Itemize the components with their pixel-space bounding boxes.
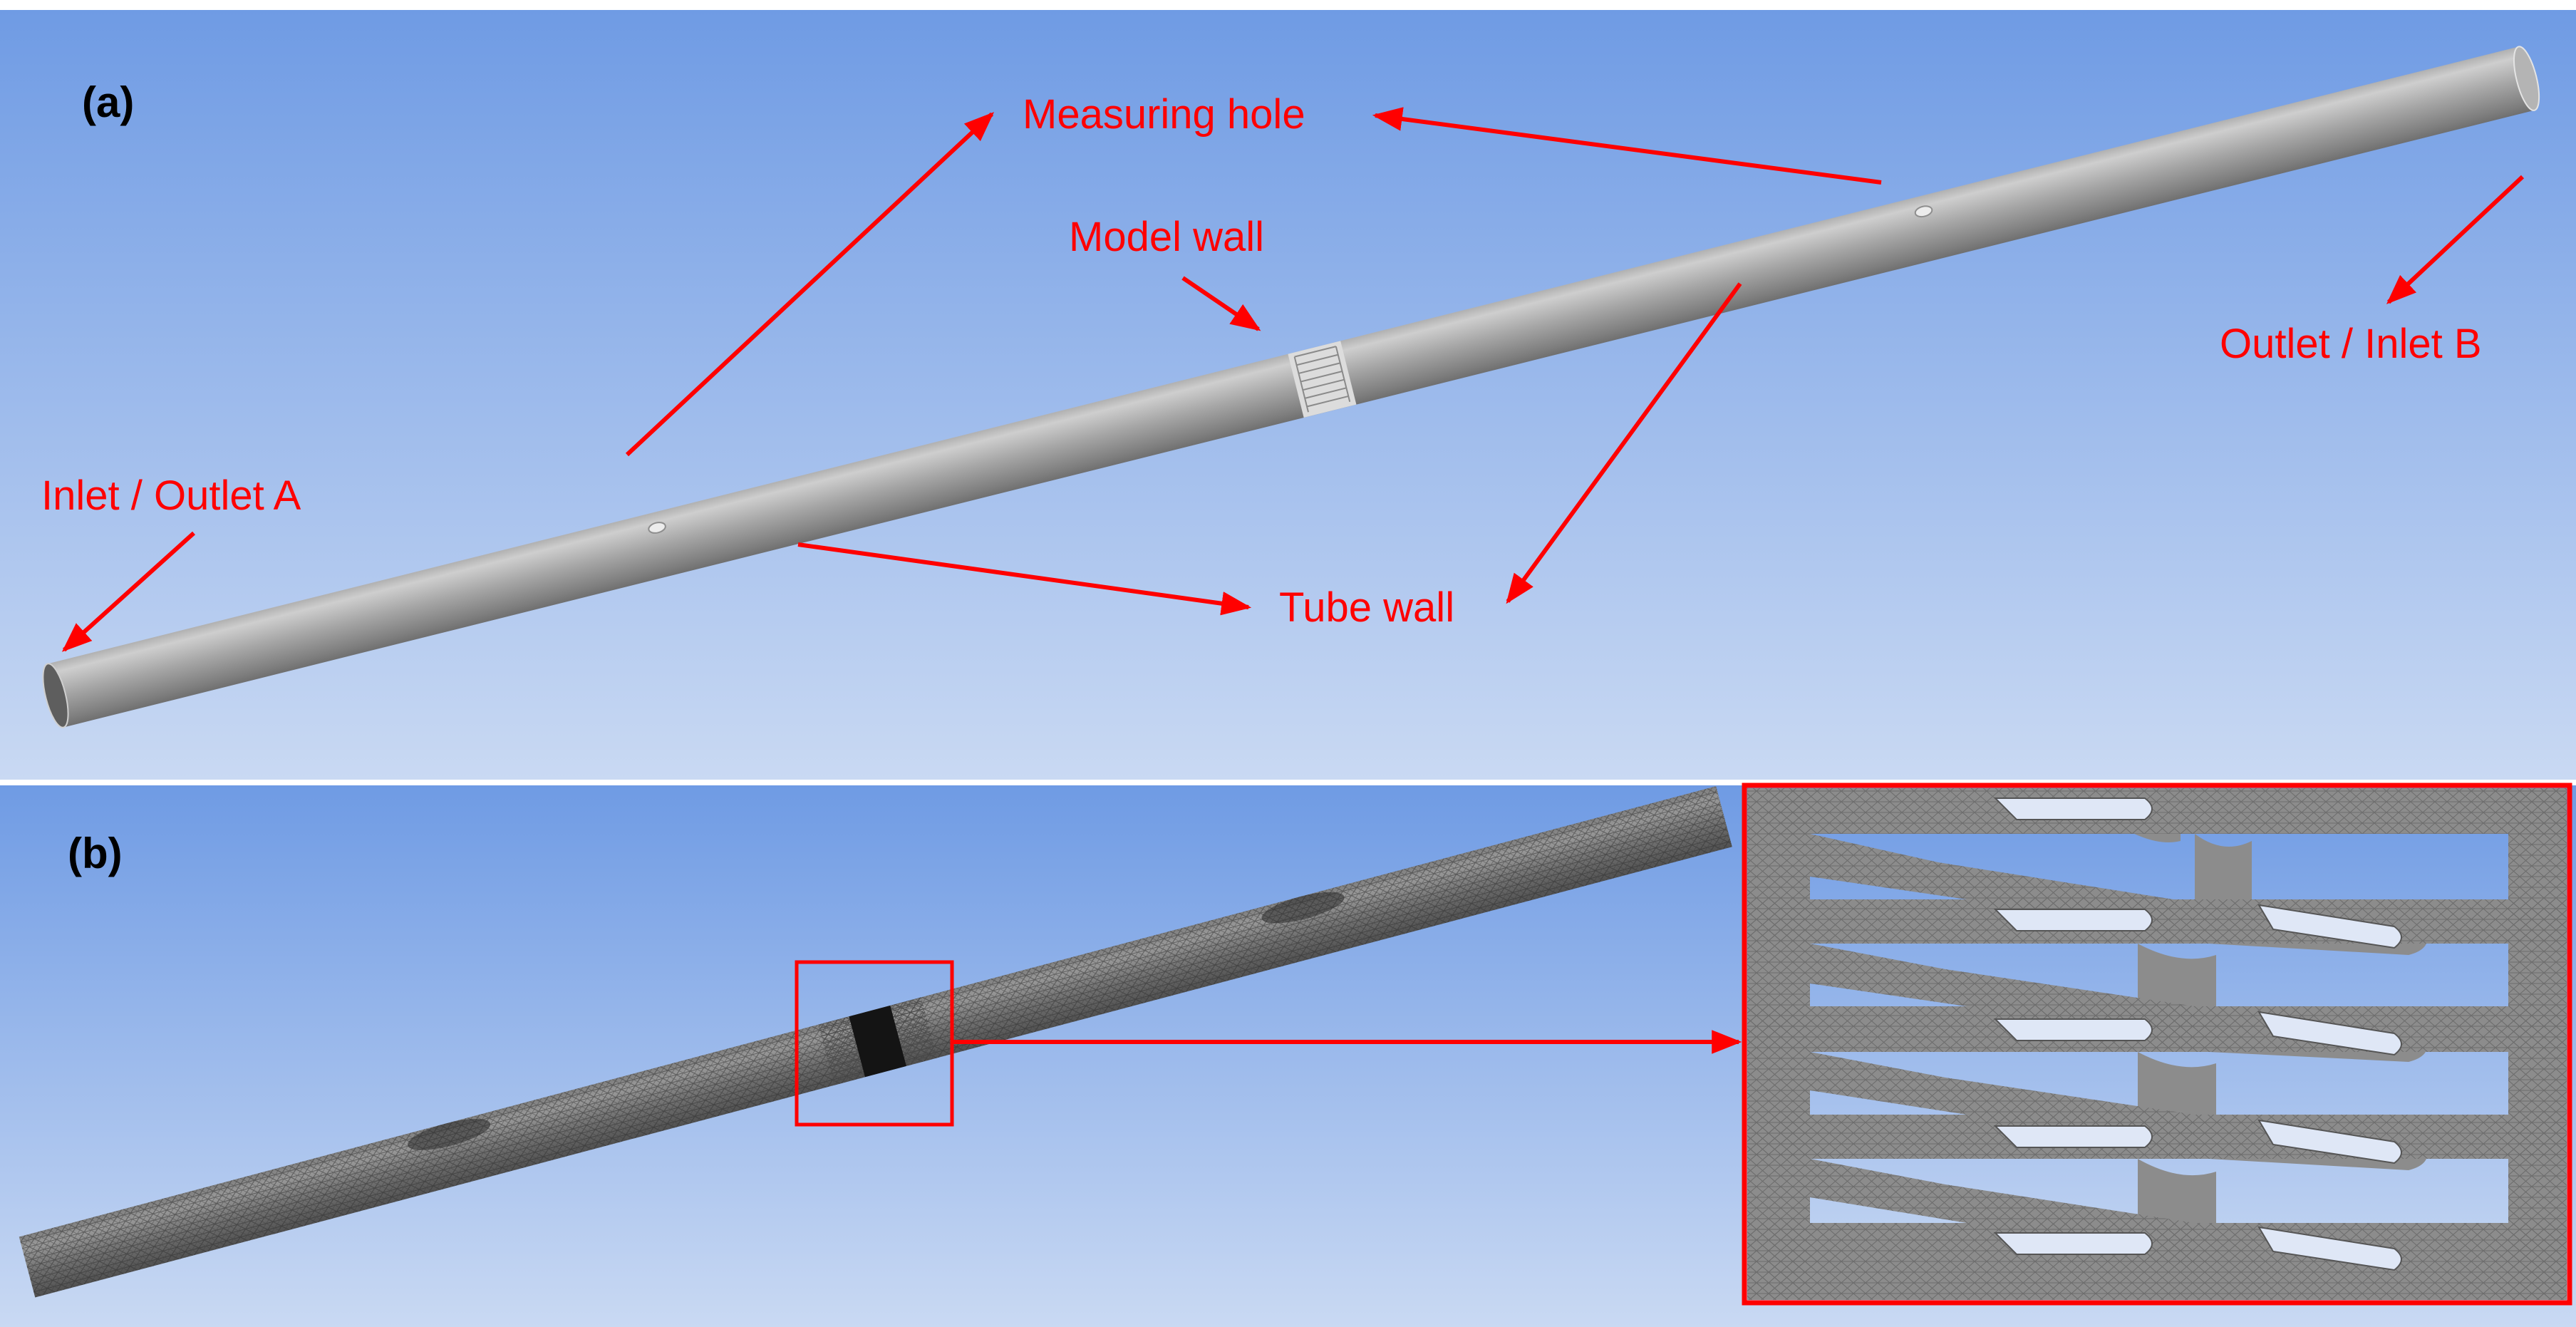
arrow-tube-wall-left — [797, 542, 1252, 616]
arrow-measuring-hole-left — [625, 112, 995, 457]
panel-b-tag: (b) — [68, 830, 123, 877]
mesh-transition-left — [817, 1016, 865, 1085]
tube-body — [47, 46, 2535, 728]
outlet-inlet-b-label: Outlet / Inlet B — [2220, 321, 2482, 367]
panel-a-tag: (a) — [82, 78, 134, 126]
model-wall-label: Model wall — [1069, 214, 1264, 260]
tube-geometry — [42, 46, 2540, 728]
panel-a: (a) Measuring hole Model wall Outlet / I… — [0, 10, 2576, 780]
measuring-hole-left — [648, 522, 666, 534]
annotation-arrows — [61, 107, 2525, 652]
arrow-inlet-outlet-a — [61, 531, 196, 652]
measuring-hole-label: Measuring hole — [1023, 91, 1305, 138]
zoom-inset-frame — [1742, 783, 2572, 1306]
mesh-transition-right — [890, 997, 938, 1066]
zoom-slots — [1993, 797, 2402, 1271]
inlet-outlet-a-label: Inlet / Outlet A — [41, 473, 301, 519]
tube-wall-label: Tube wall — [1279, 584, 1454, 631]
model-wall-region — [1288, 341, 1357, 418]
mesh-tube — [19, 786, 1732, 1298]
tube-inlet-end — [42, 663, 69, 728]
panel-b: (b) — [0, 783, 2576, 1327]
arrow-measuring-hole-right — [1372, 107, 1882, 185]
tube-outlet-end — [2513, 46, 2540, 111]
arrow-model-wall — [1181, 276, 1261, 331]
model-wall-fins — [1293, 346, 1351, 413]
zoom-inset — [1742, 783, 2572, 1306]
measuring-hole-right — [1914, 205, 1933, 218]
mesh-refinement-left-hole — [407, 1119, 491, 1150]
mesh-refinement-model-wall — [849, 1005, 906, 1078]
mesh-refinement-right-hole — [1261, 892, 1345, 924]
arrow-tube-wall-right — [1506, 282, 1742, 604]
arrow-outlet-inlet-b — [2386, 175, 2525, 304]
